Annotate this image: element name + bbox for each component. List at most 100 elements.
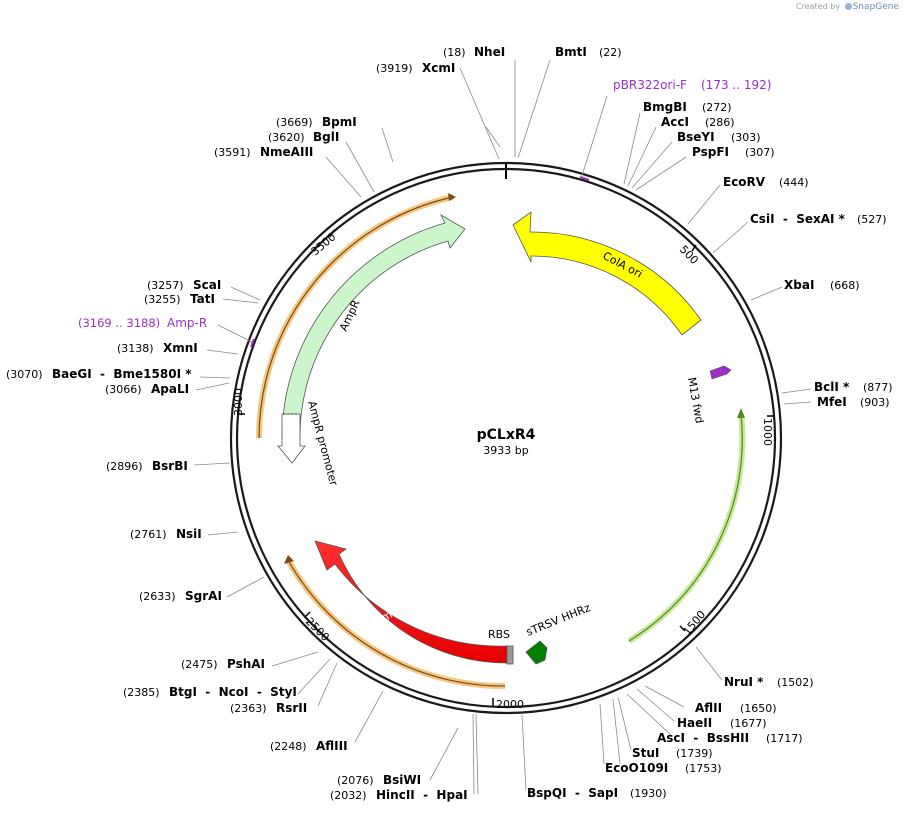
enzyme-name-baegi-bme1580i[interactable]: BaeGI - Bme1580I * xyxy=(52,367,192,381)
enzyme-position-xmni: (3138) xyxy=(117,342,154,355)
enzyme-position-nmeaiii: (3591) xyxy=(214,146,251,159)
enzyme-position-bsiwi: (2076) xyxy=(337,774,374,787)
enzyme-name-nmeaiii[interactable]: NmeAIII xyxy=(260,145,313,159)
ruler-tick-2500 xyxy=(304,611,311,618)
enzyme-name-pspfi[interactable]: PspFI xyxy=(692,145,729,159)
enzyme-name-sgrai[interactable]: SgrAI xyxy=(185,589,222,603)
enzyme-name-bmgbi[interactable]: BmgBI xyxy=(643,100,687,114)
enzyme-name-nhei[interactable]: NheI xyxy=(474,45,505,59)
enzyme-name-acci[interactable]: AccI xyxy=(661,115,689,129)
enzyme-position-sgrai: (2633) xyxy=(139,590,176,603)
enzyme-position-scai: (3257) xyxy=(147,279,184,292)
enzyme-position-csii: (527) xyxy=(857,213,887,226)
enzyme-name-nsii[interactable]: NsiI xyxy=(176,527,202,541)
enzyme-name-bsiwi[interactable]: BsiWI xyxy=(383,773,421,787)
enzyme-name-tati[interactable]: TatI xyxy=(190,292,215,306)
enzyme-position-xbai: (668) xyxy=(830,279,860,292)
feature-cola-ori[interactable] xyxy=(512,211,702,336)
enzyme-name-afliii[interactable]: AflIII xyxy=(316,739,348,753)
primer-mark-amp-r xyxy=(250,338,255,348)
enzyme-name-bpmi[interactable]: BpmI xyxy=(322,115,357,129)
enzyme-position-afliii: (2248) xyxy=(270,740,307,753)
enzyme-name-nrui[interactable]: NruI * xyxy=(724,675,764,689)
enzyme-name-ecoo109i[interactable]: EcoO109I xyxy=(605,761,668,775)
plasmid-name: pCLxR4 xyxy=(477,427,536,443)
ruler-label-500: 500 xyxy=(677,243,701,267)
enzyme-position-tati: (3255) xyxy=(144,293,181,306)
enzyme-position-asci: (1717) xyxy=(766,732,803,745)
enzyme-position-bseyi: (303) xyxy=(731,131,761,144)
enzyme-name-bspqi-sapi[interactable]: BspQI - SapI xyxy=(527,786,618,800)
enzyme-position-pshai: (2475) xyxy=(181,658,218,671)
credit: Created by SnapGene xyxy=(796,2,899,12)
enzyme-position-bgli: (3620) xyxy=(268,131,305,144)
feature-label-strsv-hhrz: sTRSV HHRz xyxy=(524,601,592,639)
orf-line-ampr xyxy=(258,196,454,439)
orf-line-strsv xyxy=(628,413,743,642)
enzyme-name-xcmi[interactable]: XcmI xyxy=(422,61,455,75)
feature-mrfp1[interactable] xyxy=(314,540,508,664)
feature-m13-fwd[interactable] xyxy=(709,365,732,380)
feature-label-m13-fwd: M13 fwd xyxy=(685,376,706,424)
enzyme-name-bcli[interactable]: BclI * xyxy=(814,380,850,394)
enzyme-position-pspfi: (307) xyxy=(745,146,775,159)
enzyme-name-mfei[interactable]: MfeI xyxy=(817,395,847,409)
leader-lines xyxy=(193,59,812,795)
enzyme-position-aflii: (1650) xyxy=(740,702,777,715)
enzyme-name-bmti[interactable]: BmtI xyxy=(555,45,587,59)
ruler-tick-3500 xyxy=(329,229,335,238)
primer-name-amp-r[interactable]: Amp-R xyxy=(167,316,207,330)
enzyme-position-btgi: (2385) xyxy=(123,686,160,699)
enzyme-name-xbai[interactable]: XbaI xyxy=(784,278,814,292)
enzyme-name-bgli[interactable]: BglI xyxy=(313,130,339,144)
enzyme-position-rsrii: (2363) xyxy=(230,702,267,715)
enzyme-name-apali[interactable]: ApaLI xyxy=(151,382,189,396)
feature-label-rbs: RBS xyxy=(488,628,510,641)
enzyme-name-pshai[interactable]: PshAI xyxy=(227,657,265,671)
enzyme-name-rsrii[interactable]: RsrII xyxy=(276,701,307,715)
enzyme-name-aflii[interactable]: AflII xyxy=(695,701,722,715)
enzyme-position-bcli: (877) xyxy=(863,381,893,394)
enzyme-name-ecorv[interactable]: EcoRV xyxy=(723,175,766,189)
enzyme-name-bseyi[interactable]: BseYI xyxy=(677,130,715,144)
feature-rbs[interactable] xyxy=(506,645,514,665)
enzyme-position-bpmi: (3669) xyxy=(276,116,313,129)
primer-range-pbr322ori-f: (173 .. 192) xyxy=(701,78,771,92)
ruler-tick-1500 xyxy=(679,625,686,632)
feature-strsv-hhrz[interactable] xyxy=(525,640,548,665)
snapgene-logo-icon xyxy=(844,2,852,10)
enzyme-name-bsrbi[interactable]: BsrBI xyxy=(152,459,188,473)
enzyme-name-haeii[interactable]: HaeII xyxy=(677,716,712,730)
enzyme-position-stui: (1739) xyxy=(676,747,713,760)
ruler-label-3000: 3000 xyxy=(232,388,245,416)
enzyme-name-stui[interactable]: StuI xyxy=(632,746,659,760)
primer-name-pbr322ori-f[interactable]: pBR322ori-F xyxy=(613,78,687,92)
ruler-label-3500: 3500 xyxy=(309,230,339,258)
enzyme-position-baegi: (3070) xyxy=(6,368,43,381)
enzyme-position-nrui: (1502) xyxy=(777,676,814,689)
plasmid-size: 3933 bp xyxy=(483,444,528,457)
enzyme-name-hincii-hpai[interactable]: HincII - HpaI xyxy=(376,788,468,802)
feature-label-ampr-promoter: AmpR promoter xyxy=(305,399,340,487)
enzyme-name-asci-bsshii[interactable]: AscI - BssHII xyxy=(657,731,749,745)
enzyme-position-ecoo109i: (1753) xyxy=(685,762,722,775)
enzyme-name-scai[interactable]: ScaI xyxy=(193,278,221,292)
enzyme-position-bsrbi: (2896) xyxy=(106,460,143,473)
enzyme-position-haeii: (1677) xyxy=(730,717,767,730)
enzyme-name-csii-sexai[interactable]: CsiI - SexAI * xyxy=(750,212,846,226)
enzyme-name-btgi-ncoi-styi[interactable]: BtgI - NcoI - StyI xyxy=(169,685,297,699)
enzyme-position-ecorv: (444) xyxy=(779,176,809,189)
credit-brand: SnapGene xyxy=(852,2,899,12)
enzyme-position-bspqi: (1930) xyxy=(630,787,667,800)
feature-ampr-promoter[interactable] xyxy=(277,413,306,464)
enzyme-position-xcmi: (3919) xyxy=(376,62,413,75)
enzyme-position-nsii: (2761) xyxy=(130,528,167,541)
enzyme-position-apali: (3066) xyxy=(105,383,142,396)
orf-arrow-strsv xyxy=(737,408,745,418)
enzyme-name-xmni[interactable]: XmnI xyxy=(163,341,198,355)
enzyme-position-bmgbi: (272) xyxy=(702,101,732,114)
orf-arrow-mrfp1 xyxy=(284,555,294,564)
enzyme-position-mfei: (903) xyxy=(860,396,890,409)
enzyme-position-nhei: (18) xyxy=(443,46,466,59)
